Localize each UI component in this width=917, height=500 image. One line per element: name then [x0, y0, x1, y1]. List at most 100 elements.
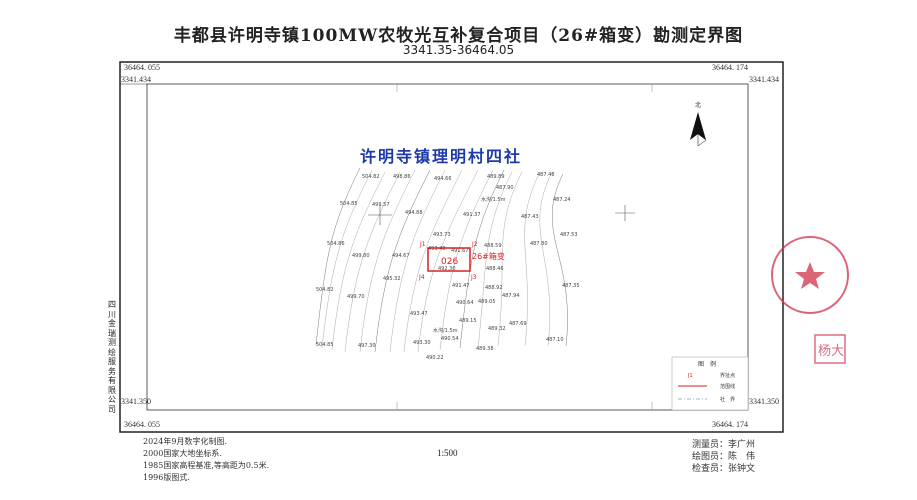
elevation-label: 492.30 [438, 266, 456, 272]
notes: 2024年9月数字化制图. 2000国家大地坐标系. 1985国家高程基准,等高… [143, 436, 269, 484]
legend-label-boundary: 社 界 [720, 396, 735, 403]
village-label: 许明寺镇理明村四社 [360, 147, 522, 166]
svg-text:杨大: 杨大 [818, 344, 844, 359]
elevation-label: 491.47 [452, 283, 470, 289]
elevation-label: 水沟/1.5m [433, 327, 458, 334]
corner-tl-y: 3341.434 [121, 75, 151, 84]
elevation-label: 488.59 [484, 243, 502, 249]
elevation-label: 504.85 [340, 201, 358, 207]
page-subtitle: 3341.35-36464.05 [402, 43, 515, 57]
parcel-id: 026 [441, 257, 458, 267]
contour-line [477, 171, 513, 349]
drafter: 绘图员：陈 伟 [692, 452, 756, 462]
elevation-label: 487.10 [546, 337, 564, 343]
contour-lines [315, 167, 568, 353]
elevation-label: 494.88 [405, 210, 423, 216]
parcel-name: 26#箱变 [472, 251, 505, 261]
elevation-label: 490.64 [456, 300, 474, 306]
contour-line [417, 169, 479, 353]
signature-seal: 杨大 [814, 334, 846, 364]
point-j4: J4 [418, 274, 425, 281]
elevation-label: 487.43 [521, 214, 539, 220]
elevation-label: 504.82 [316, 287, 334, 293]
elevation-label: 489.89 [487, 174, 505, 180]
elevation-label: 494.66 [434, 176, 452, 182]
legend-symbol-point: J1 [687, 373, 693, 379]
elevation-label: 493.48 [428, 246, 446, 252]
contour-line [403, 169, 463, 353]
elevation-label: 494.67 [392, 253, 410, 259]
page-title: 丰都县许明寺镇100MW农牧光互补复合项目（26#箱变）勘测定界图 [173, 26, 744, 46]
contour-line [497, 171, 523, 347]
contour-line [321, 169, 373, 349]
elevation-label: 499.57 [372, 202, 390, 208]
legend-label-point: 界址点 [720, 372, 735, 379]
elevation-label: 504.86 [327, 241, 345, 247]
elevation-label: 487.35 [562, 283, 580, 289]
point-j1: J1 [419, 241, 426, 248]
corner-tl-x: 36464. 055 [124, 63, 160, 72]
elevation-label: 490.54 [441, 336, 459, 342]
elevation-label: 497.30 [358, 343, 376, 349]
elevation-label: 490.22 [426, 355, 444, 361]
map-scale: 1:500 [437, 448, 458, 458]
contour-line [539, 171, 553, 347]
elevation-label: 493.73 [433, 232, 451, 238]
elevation-label: 504.82 [362, 174, 380, 180]
elevation-label: 487.53 [560, 232, 578, 238]
elevation-label: 水沟/1.5m [481, 196, 506, 203]
note-line: 2024年9月数字化制图. [143, 437, 227, 446]
grid-cross-marks [368, 205, 635, 225]
note-line: 2000国家大地坐标系. [143, 449, 222, 458]
elevation-labels: 504.82 498.86 494.66 489.89 487.48 487.90 504.… [316, 172, 580, 361]
company-stamp [771, 236, 849, 314]
contour-line [551, 173, 568, 347]
point-j3: J3 [470, 274, 477, 281]
staff-list: 测量员：李广州 绘图员：陈 伟 检查员：张钟文 [692, 439, 755, 475]
north-label: 北 [695, 101, 701, 109]
elevation-label: 491.67 [451, 248, 469, 254]
parcel-026[interactable]: 026 26#箱变 J1 J2 J3 J4 [418, 241, 505, 281]
elevation-label: 491.37 [463, 212, 481, 218]
corner-br-x: 36464. 174 [712, 420, 748, 429]
corner-br-y: 3341.350 [749, 397, 779, 406]
note-line: 1996版图式. [143, 473, 190, 482]
contour-line [524, 171, 541, 347]
elevation-label: 487.69 [509, 321, 527, 327]
contour-line [374, 169, 431, 353]
contour-line [315, 167, 361, 346]
point-j2: J2 [471, 241, 478, 248]
contour-line [459, 169, 505, 349]
elevation-label: 489.05 [478, 299, 496, 305]
elevation-label: 488.46 [486, 266, 504, 272]
corner-bl-x: 36464. 055 [124, 420, 160, 429]
contour-line [389, 169, 446, 353]
legend: 图 例 J1 界址点 范围线 社 界 [671, 356, 749, 411]
surveyor: 测量员：李广州 [692, 440, 756, 450]
elevation-label: 487.90 [496, 185, 514, 191]
elevation-label: 487.48 [537, 172, 555, 178]
corner-bl-y: 3341.350 [121, 397, 151, 406]
elevation-label: 489.32 [488, 326, 506, 332]
elevation-label: 495.32 [383, 276, 401, 282]
inner-frame [146, 83, 749, 411]
corner-tr-y: 3341.434 [749, 75, 779, 84]
company-name-vertical: 四川金瑞测绘服务有限公司 [108, 300, 116, 414]
elevation-label: 487.24 [553, 197, 571, 203]
legend-label-range: 范围线 [720, 383, 735, 390]
contour-line [331, 171, 386, 351]
note-line: 1985国家高程基准,等高距为0.5米. [143, 461, 270, 470]
elevation-label: 493.47 [410, 311, 428, 317]
elevation-label: 504.85 [316, 342, 334, 348]
corner-tr-x: 36464. 174 [712, 63, 748, 72]
elevation-label: 489.38 [476, 346, 494, 352]
elevation-label: 493.30 [413, 340, 431, 346]
elevation-label: 488.92 [485, 285, 503, 291]
north-arrow-icon: 北 [690, 101, 707, 147]
elevation-label: 499.70 [347, 294, 365, 300]
elevation-label: 489.15 [459, 318, 477, 324]
elevation-label: 498.86 [393, 174, 411, 180]
checker: 检查员：张钟文 [692, 464, 756, 474]
